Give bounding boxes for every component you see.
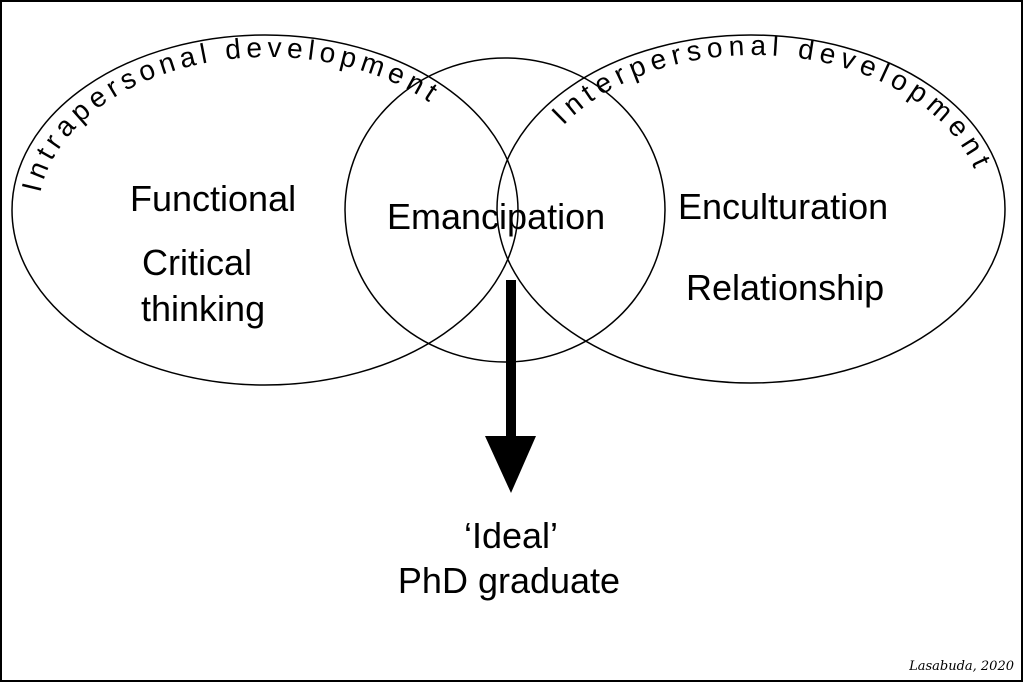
label-relationship: Relationship [686, 267, 884, 308]
outcome-phd-graduate: PhD graduate [398, 560, 620, 601]
intrapersonal-ellipse [11, 34, 519, 386]
label-emancipation: Emancipation [387, 196, 605, 237]
interpersonal-ellipse [496, 34, 1006, 384]
signature: Lasabuda, 2020 [908, 659, 1014, 674]
emancipation-ellipse [344, 57, 666, 363]
outcome-ideal: ‘Ideal’ [464, 515, 558, 556]
label-functional: Functional [130, 178, 296, 219]
label-enculturation: Enculturation [678, 186, 888, 227]
down-arrow-icon [485, 280, 536, 493]
label-critical: Critical [142, 242, 252, 283]
label-thinking: thinking [141, 288, 265, 329]
